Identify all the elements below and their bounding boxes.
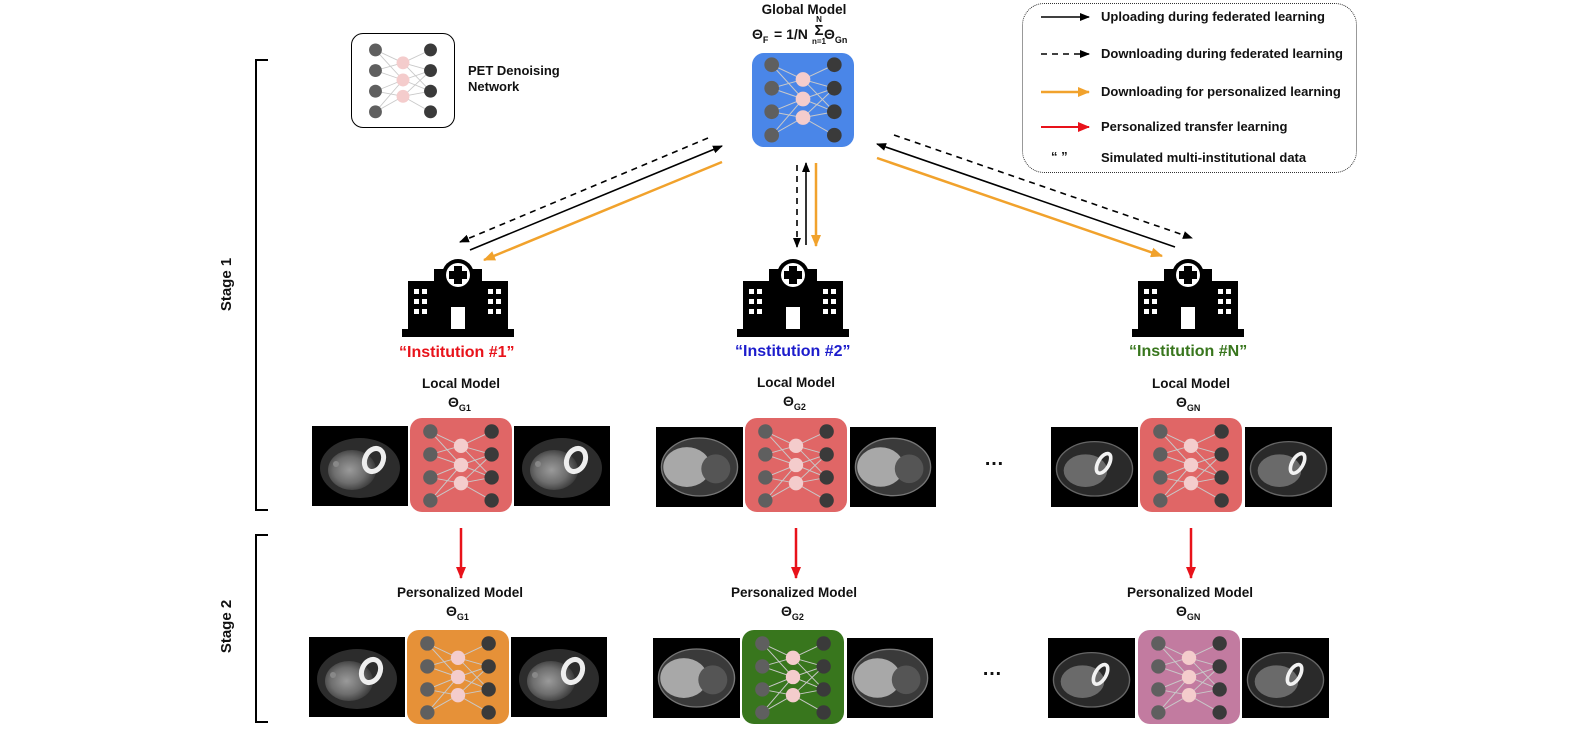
- local-model-theta-n: ΘGN: [1176, 394, 1201, 413]
- personalized-model-theta-2: ΘG2: [781, 603, 804, 622]
- pet-scan-input-2: [656, 427, 743, 507]
- pet-scan-output-p1: [511, 637, 607, 717]
- pet-scan-input-p2: [653, 638, 740, 718]
- local-model-label-n: Local Model: [1151, 376, 1230, 391]
- neural-network-icon: [409, 632, 507, 722]
- neural-network-icon: [360, 38, 446, 122]
- formula-sum: N Σ n=1: [812, 15, 827, 46]
- pet-scan-output-2: [850, 427, 936, 507]
- legend-item-transfer: Personalized transfer learning: [1101, 119, 1288, 134]
- pet-scan-input-p1: [309, 637, 405, 717]
- neural-network-icon: [744, 632, 842, 722]
- formula-theta-gn: ΘGn: [824, 26, 848, 45]
- personalized-download-arrow-inst1: [483, 160, 723, 262]
- institution-2-name: “Institution #2”: [735, 343, 851, 360]
- ellipsis-stage1: …: [984, 448, 1004, 470]
- pet-scan-output-n: [1245, 427, 1332, 507]
- personalized-model-theta-1: ΘG1: [446, 603, 469, 622]
- upload-arrow-inst1: [469, 145, 723, 251]
- hospital-icon: [737, 259, 849, 337]
- pet-scan-input-n: [1051, 427, 1138, 507]
- personalized-model-label-n: Personalized Model: [1126, 585, 1254, 600]
- ellipsis-stage2: …: [982, 658, 1002, 680]
- upload-arrow-instN: [876, 143, 1176, 248]
- local-model-theta-1: ΘG1: [448, 394, 471, 413]
- local-model-label-1: Local Model: [421, 376, 500, 391]
- stage1-label: Stage 1: [218, 257, 236, 312]
- download-arrow-instN: [893, 134, 1193, 239]
- legend-item-simulated: Simulated multi-institutional data: [1101, 150, 1307, 165]
- legend-item-personal-download: Downloading for personalized learning: [1101, 84, 1341, 99]
- institution-1-name: “Institution #1”: [399, 344, 515, 361]
- pet-network-icon-box: [351, 33, 455, 128]
- personalized-model-label-1: Personalized Model: [396, 585, 524, 600]
- neural-network-icon: [1142, 420, 1240, 510]
- global-model-title: Global Model: [761, 2, 847, 17]
- global-model-formula: ΘF = 1/N N Σ n=1 ΘGn: [752, 16, 862, 50]
- local-model-box-2: [745, 418, 847, 512]
- legend-arrows: [1041, 13, 1090, 132]
- personalized-model-box-1: [407, 630, 509, 724]
- personalized-download-arrow-instN: [876, 156, 1163, 258]
- neural-network-icon: [1140, 632, 1238, 722]
- global-model-box: [752, 53, 854, 147]
- neural-network-icon: [747, 420, 845, 510]
- personalized-model-label-2: Personalized Model: [730, 585, 858, 600]
- pet-network-label: PET Denoising Network: [468, 63, 560, 95]
- stage2-label: Stage 2: [218, 599, 236, 654]
- legend: Uploading during federated learning Down…: [1022, 3, 1357, 173]
- pet-network-label-line1: PET Denoising: [468, 63, 560, 78]
- legend-item-download: Downloading during federated learning: [1101, 46, 1343, 61]
- personalized-model-box-n: [1138, 630, 1240, 724]
- local-model-box-1: [410, 418, 512, 512]
- institution-n-name: “Institution #N”: [1129, 343, 1248, 360]
- formula-mid: = 1/N: [774, 26, 808, 42]
- pet-network-label-line2: Network: [468, 79, 520, 94]
- local-model-theta-2: ΘG2: [783, 393, 806, 412]
- legend-quote-symbol: “ ”: [1051, 149, 1068, 164]
- local-model-label-2: Local Model: [756, 375, 835, 390]
- personalized-model-box-2: [742, 630, 844, 724]
- pet-scan-output-1: [514, 426, 610, 506]
- hospital-icon: [402, 259, 514, 337]
- stage1-bracket: [255, 59, 268, 511]
- pet-scan-input-1: [312, 426, 408, 506]
- pet-scan-output-pn: [1242, 638, 1329, 718]
- pet-scan-input-pn: [1048, 638, 1135, 718]
- hospital-icon: [1132, 259, 1244, 337]
- legend-item-upload: Uploading during federated learning: [1101, 9, 1325, 24]
- stage2-bracket: [255, 534, 268, 723]
- neural-network-icon: [754, 53, 852, 145]
- personalized-model-theta-n: ΘGN: [1176, 603, 1201, 622]
- pet-scan-output-p2: [847, 638, 933, 718]
- formula-theta-f: ΘF: [752, 26, 769, 45]
- download-arrow-inst1: [459, 137, 709, 243]
- neural-network-icon: [412, 420, 510, 510]
- local-model-box-n: [1140, 418, 1242, 512]
